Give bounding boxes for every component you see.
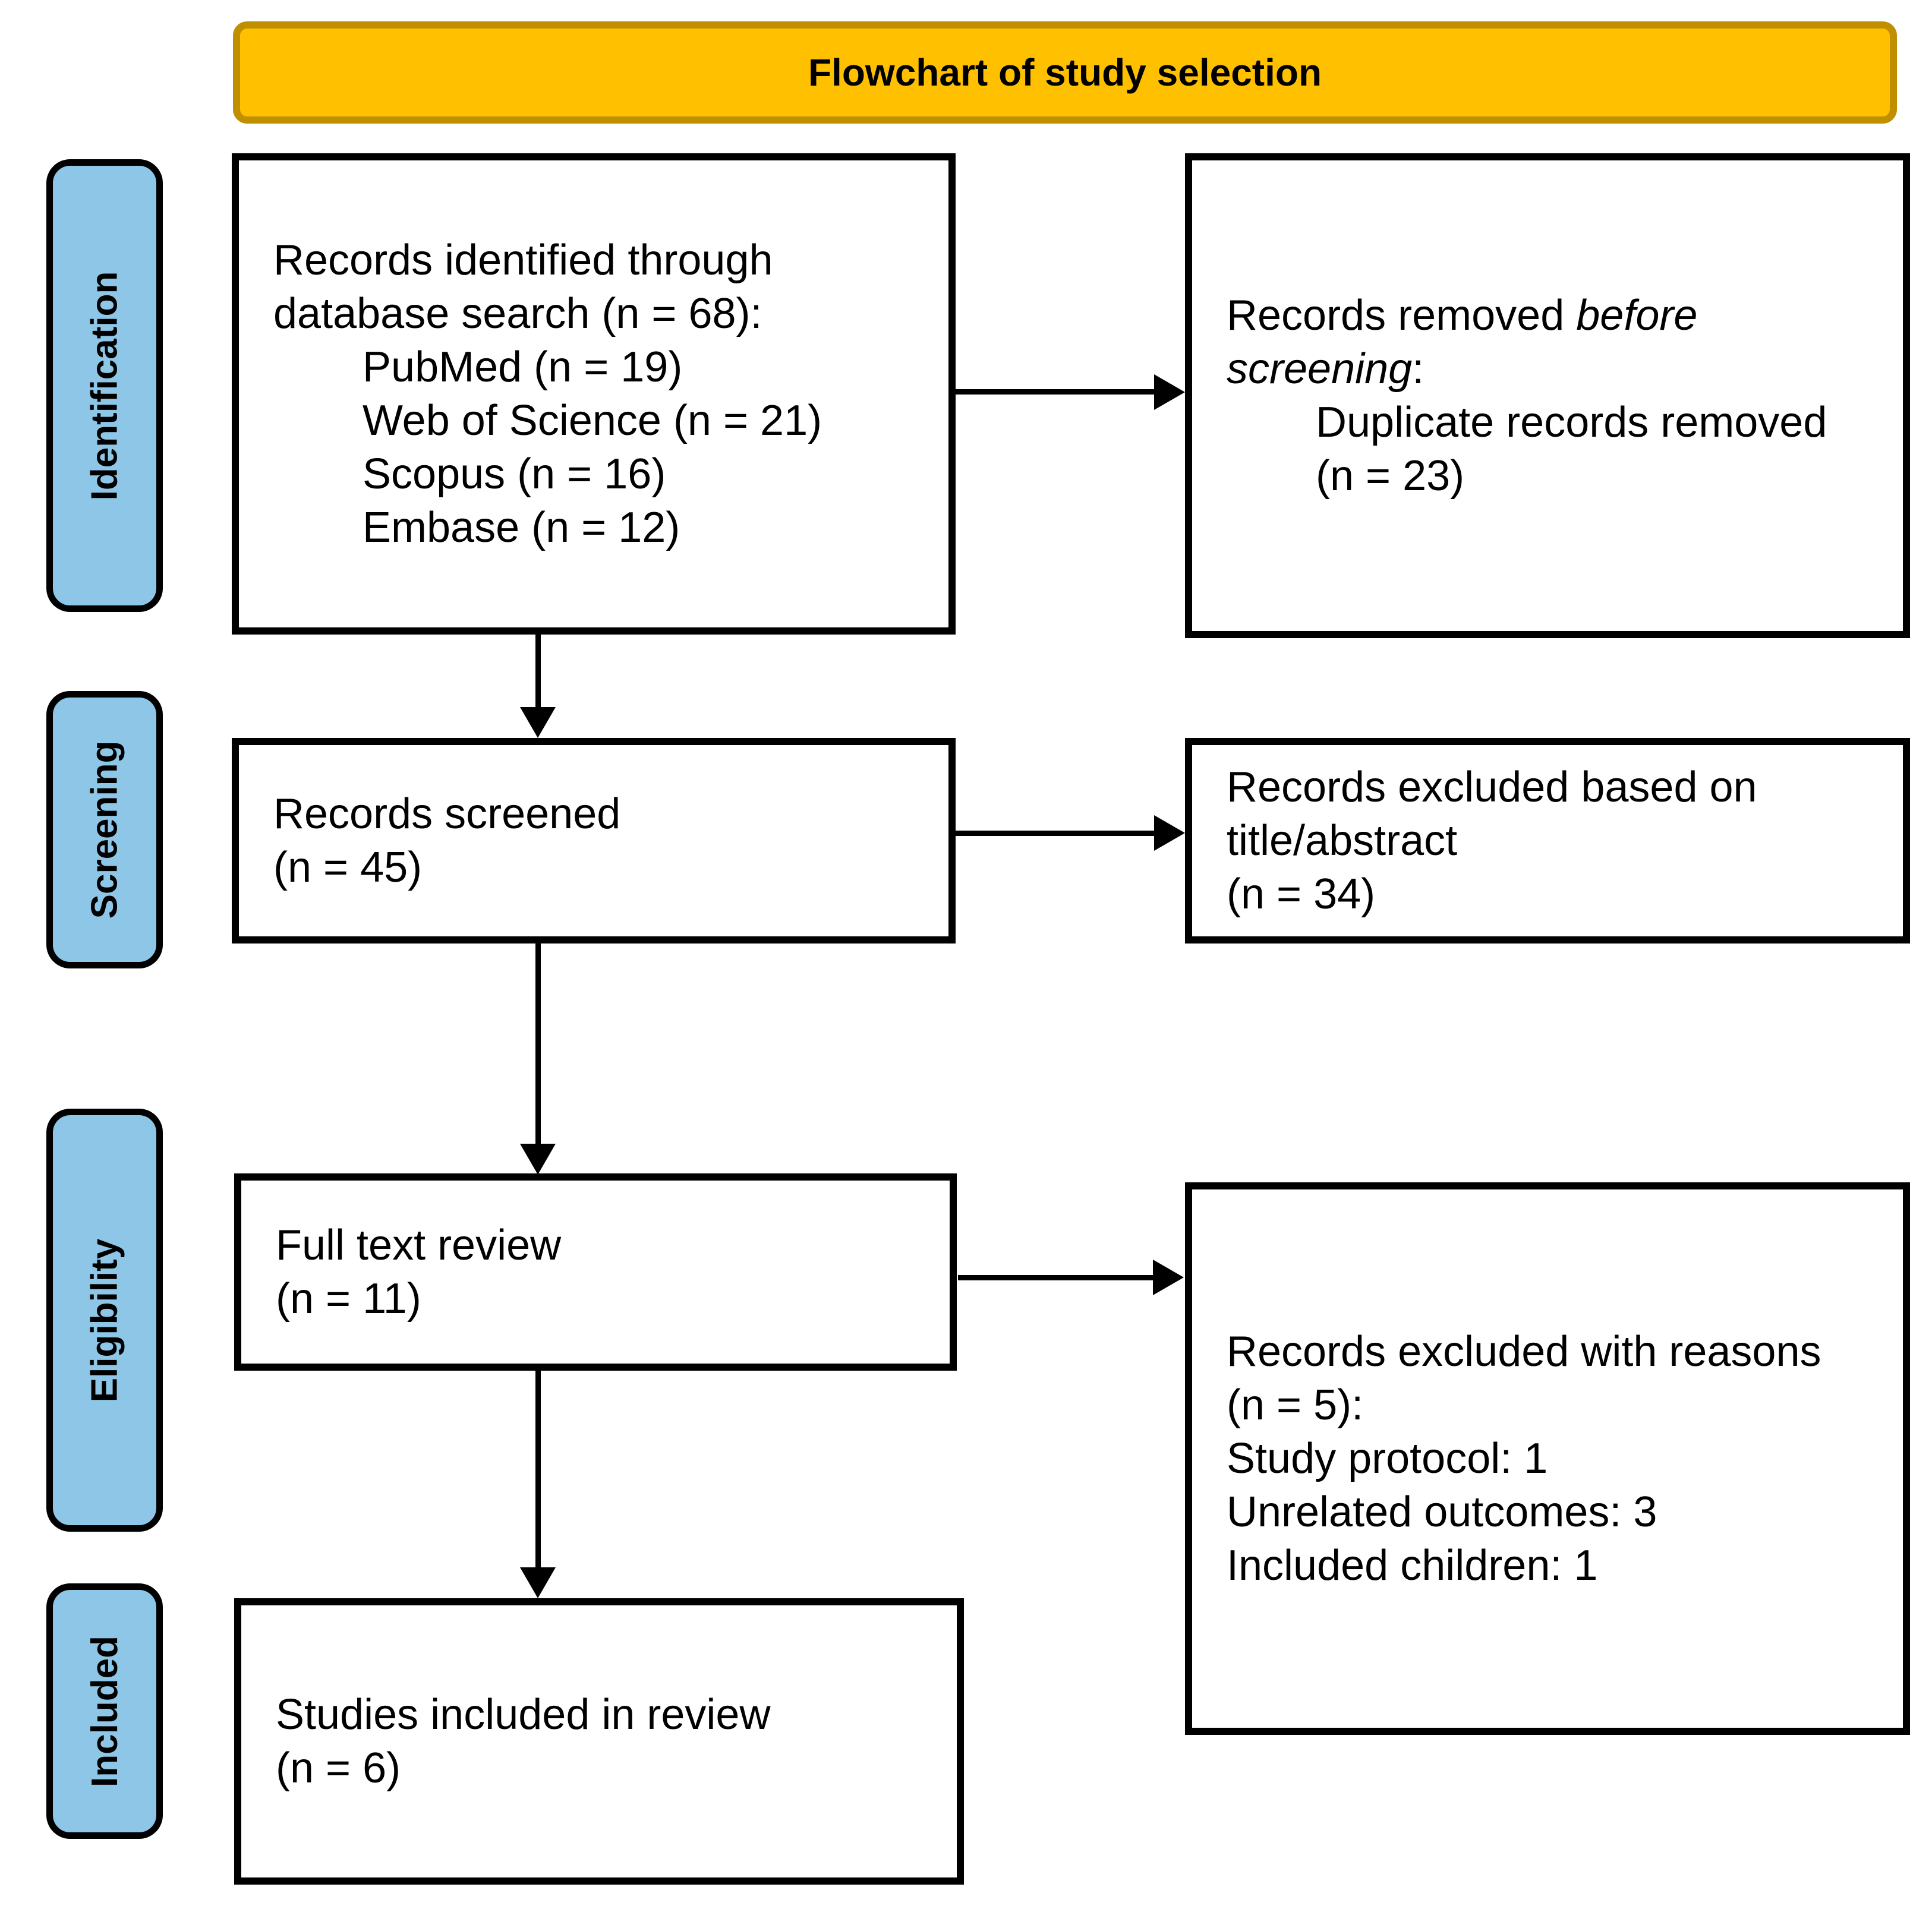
title-banner: Flowchart of study selection <box>233 21 1897 124</box>
text-line: (n = 6) <box>276 1744 401 1792</box>
box-records-excluded-with-reasons: Records excluded with reasons (n = 5): S… <box>1185 1182 1910 1735</box>
arrow-head-right <box>1154 815 1185 851</box>
stage-label-text: Eligibility <box>84 1238 125 1402</box>
arrow-fulltext-to-excluded <box>958 1275 1154 1280</box>
text-segment-italic: screening <box>1227 345 1413 393</box>
page-title: Flowchart of study selection <box>808 51 1322 94</box>
text-line: (n = 34) <box>1227 870 1376 918</box>
arrow-identified-to-removed <box>956 389 1155 395</box>
box-studies-included-in-review: Studies included in review (n = 6) <box>234 1598 964 1885</box>
text-line: Web of Science (n = 21) <box>363 397 822 444</box>
box-full-text-review: Full text review (n = 11) <box>234 1173 957 1371</box>
box-records-excluded-title-abstract: Records excluded based on title/abstract… <box>1185 738 1910 943</box>
text-line: Study protocol: 1 <box>1227 1435 1548 1482</box>
text-segment: : <box>1412 345 1424 393</box>
text-line: Records identified through <box>273 236 773 284</box>
text-line: Unrelated outcomes: 3 <box>1227 1488 1657 1536</box>
text-line: Records screened <box>273 790 621 838</box>
text-line: Embase (n = 12) <box>363 504 680 551</box>
arrow-identified-to-screened <box>535 633 541 708</box>
text-line: (n = 11) <box>276 1275 421 1323</box>
stage-label-screening: Screening <box>46 691 163 968</box>
stage-label-text: Included <box>84 1635 125 1787</box>
text-segment: Records removed <box>1227 292 1577 339</box>
stage-label-text: Identification <box>84 271 125 500</box>
text-line: database search (n = 68): <box>273 290 762 337</box>
arrow-screened-to-excluded <box>956 831 1155 836</box>
stage-label-included: Included <box>46 1583 163 1839</box>
box-records-screened: Records screened (n = 45) <box>232 738 956 943</box>
text-segment-italic: before <box>1576 292 1698 339</box>
text-line: Records removed before <box>1227 289 1891 342</box>
text-line: Records excluded based on <box>1227 763 1757 811</box>
text-line: Full text review <box>276 1222 562 1269</box>
arrow-head-down <box>520 1144 556 1175</box>
box-records-identified: Records identified through database sear… <box>232 153 956 635</box>
text-line: Included children: 1 <box>1227 1542 1598 1589</box>
text-line: screening: <box>1227 342 1891 396</box>
stage-label-identification: Identification <box>46 159 163 612</box>
arrow-screened-to-fulltext <box>535 942 541 1145</box>
text-line: Scopus (n = 16) <box>363 450 666 498</box>
text-line: (n = 45) <box>273 844 423 891</box>
box-records-removed-before-screening: Records removed before screening: Duplic… <box>1185 153 1910 638</box>
arrow-head-down <box>520 707 556 738</box>
text-line: Duplicate records removed <box>1316 399 1827 446</box>
text-line: Studies included in review <box>276 1691 771 1738</box>
arrow-fulltext-to-included <box>535 1369 541 1569</box>
arrow-head-down <box>520 1567 556 1598</box>
text-line: (n = 5): <box>1227 1381 1364 1429</box>
arrow-head-right <box>1153 1260 1184 1295</box>
stage-label-eligibility: Eligibility <box>46 1109 163 1532</box>
stage-label-text: Screening <box>84 740 125 919</box>
text-line: PubMed (n = 19) <box>363 343 683 391</box>
arrow-head-right <box>1154 374 1185 410</box>
text-line: Records excluded with reasons <box>1227 1328 1821 1375</box>
text-line: title/abstract <box>1227 817 1458 864</box>
text-line: (n = 23) <box>1316 452 1465 500</box>
